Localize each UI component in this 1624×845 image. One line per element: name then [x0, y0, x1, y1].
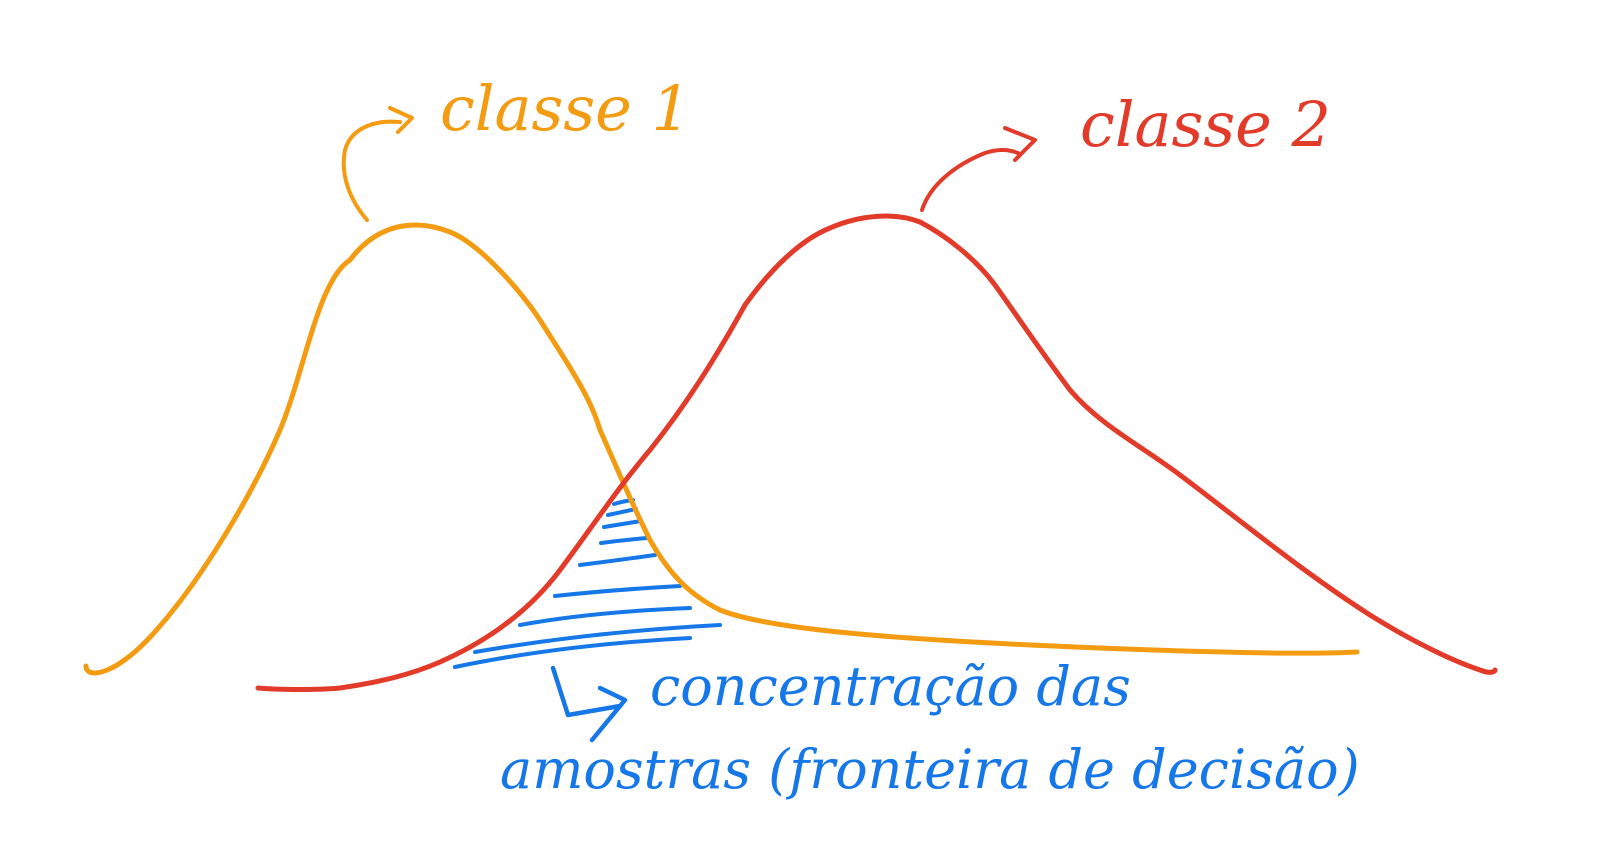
note-arrow-icon: [550, 665, 628, 743]
hatch-line: [518, 606, 692, 627]
hatch-line: [553, 584, 682, 598]
class1-curve: [83, 222, 1360, 676]
class2-curve: [255, 213, 1498, 692]
class1-pointer: [341, 106, 414, 222]
hatch-line: [473, 623, 722, 654]
hatch-line: [453, 636, 692, 669]
hatch-line: [602, 519, 643, 529]
class1-label: classe 1: [440, 72, 691, 145]
hatch-line: [606, 507, 638, 517]
overlap-hatching: [453, 498, 722, 669]
class2-label: classe 2: [1080, 88, 1331, 161]
hatch-line: [599, 536, 649, 545]
overlap-note-line2: amostras (fronteira de decisão): [500, 738, 1360, 801]
class2-pointer: [920, 126, 1037, 212]
hatch-line: [578, 553, 657, 567]
overlap-note-line1: concentração das: [650, 655, 1131, 718]
